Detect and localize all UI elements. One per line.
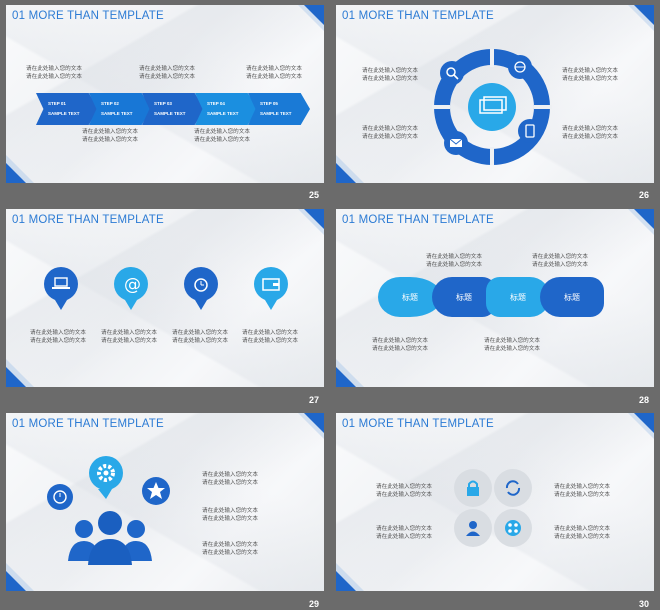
drop-shape[interactable]: 标题 — [432, 277, 496, 317]
drop-shape[interactable]: 标题 — [486, 277, 550, 317]
alarm-clock-icon[interactable] — [184, 267, 218, 310]
text-block: 请在此处输入您的文本请在此处输入您的文本 — [82, 129, 138, 143]
page-number: 26 — [639, 190, 650, 200]
text-block: 请在此处输入您的文本请在此处输入您的文本 — [532, 254, 588, 268]
person-icon[interactable] — [454, 509, 492, 547]
text-block: 请在此处输入您的文本请在此处输入您的文本 — [554, 526, 610, 540]
search-icon — [440, 61, 464, 85]
text-block: 请在此处输入您的文本请在此处输入您的文本 — [376, 526, 432, 540]
at-icon[interactable]: @ — [114, 267, 148, 310]
globe-icon — [508, 55, 532, 79]
corner-decoration — [336, 571, 356, 591]
page-number: 28 — [639, 395, 650, 405]
money-icon — [468, 83, 516, 131]
phone-icon — [518, 119, 542, 143]
slide-26[interactable]: 01 MORE THAN TEMPLATE 请在此处输入您的文本请在此处输入您的… — [336, 5, 654, 183]
refresh-icon[interactable] — [494, 469, 532, 507]
slide-title: 01 MORE THAN TEMPLATE — [12, 10, 164, 22]
page-number: 30 — [639, 599, 650, 609]
text-block: 请在此处输入您的文本请在此处输入您的文本 — [30, 330, 86, 344]
text-block: 请在此处输入您的文本请在此处输入您的文本 — [246, 66, 302, 80]
slide-29[interactable]: 01 MORE THAN TEMPLATE 请在此处输入您的文本请在此处输入您的… — [6, 413, 324, 591]
corner-decoration — [634, 413, 654, 433]
corner-decoration — [304, 5, 324, 25]
star-icon — [142, 477, 170, 505]
page-number: 27 — [309, 395, 320, 405]
text-block: 请在此处输入您的文本请在此处输入您的文本 — [376, 484, 432, 498]
corner-decoration — [336, 163, 356, 183]
gear-icon — [89, 456, 123, 499]
slide-25[interactable]: 01 MORE THAN TEMPLATE 请在此处输入您的文本请在此处输入您的… — [6, 5, 324, 183]
clock-icon — [47, 484, 73, 510]
users-icon — [68, 511, 152, 565]
slide-30[interactable]: 01 MORE THAN TEMPLATE 请在此处输入您的文本请在此处输入您的… — [336, 413, 654, 591]
corner-decoration — [6, 163, 26, 183]
slide-title: 01 MORE THAN TEMPLATE — [12, 214, 164, 226]
drop-shape[interactable]: 标题 — [378, 277, 442, 317]
slide-28[interactable]: 01 MORE THAN TEMPLATE 请在此处输入您的文本请在此处输入您的… — [336, 209, 654, 387]
page-number: 25 — [309, 190, 320, 200]
text-block: 请在此处输入您的文本请在此处输入您的文本 — [202, 472, 258, 486]
text-block: 请在此处输入您的文本请在此处输入您的文本 — [194, 129, 250, 143]
corner-decoration — [634, 5, 654, 25]
svg-text:@: @ — [124, 275, 140, 293]
text-block: 请在此处输入您的文本请在此处输入您的文本 — [242, 330, 298, 344]
corner-decoration — [336, 367, 356, 387]
text-block: 请在此处输入您的文本请在此处输入您的文本 — [372, 338, 428, 352]
text-block: 请在此处输入您的文本请在此处输入您的文本 — [26, 66, 82, 80]
text-block: 请在此处输入您的文本请在此处输入您的文本 — [554, 484, 610, 498]
text-block: 请在此处输入您的文本请在此处输入您的文本 — [101, 330, 157, 344]
dots-icon[interactable] — [494, 509, 532, 547]
wallet-icon[interactable] — [254, 267, 288, 310]
text-block: 请在此处输入您的文本请在此处输入您的文本 — [202, 508, 258, 522]
mail-icon — [444, 131, 468, 155]
text-block: 请在此处输入您的文本请在此处输入您的文本 — [362, 126, 418, 140]
slide-title: 01 MORE THAN TEMPLATE — [12, 418, 164, 430]
cycle-diagram — [432, 49, 552, 165]
corner-decoration — [304, 413, 324, 433]
team-illustration — [47, 456, 170, 565]
corner-decoration — [304, 209, 324, 229]
drop-shape[interactable]: 标题 — [540, 277, 604, 317]
slide-title: 01 MORE THAN TEMPLATE — [342, 10, 494, 22]
text-block: 请在此处输入您的文本请在此处输入您的文本 — [426, 254, 482, 268]
text-block: 请在此处输入您的文本请在此处输入您的文本 — [139, 66, 195, 80]
corner-decoration — [6, 571, 26, 591]
text-block: 请在此处输入您的文本请在此处输入您的文本 — [172, 330, 228, 344]
text-block: 请在此处输入您的文本请在此处输入您的文本 — [362, 68, 418, 82]
slide-27[interactable]: 01 MORE THAN TEMPLATE @ 请在此处输入您的文本请在此处输入… — [6, 209, 324, 387]
laptop-icon[interactable] — [44, 267, 78, 310]
text-block: 请在此处输入您的文本请在此处输入您的文本 — [562, 126, 618, 140]
lock-icon[interactable] — [454, 469, 492, 507]
text-block: 请在此处输入您的文本请在此处输入您的文本 — [202, 542, 258, 556]
slide-title: 01 MORE THAN TEMPLATE — [342, 214, 494, 226]
corner-decoration — [634, 209, 654, 229]
text-block: 请在此处输入您的文本请在此处输入您的文本 — [484, 338, 540, 352]
slide-title: 01 MORE THAN TEMPLATE — [342, 418, 494, 430]
text-block: 请在此处输入您的文本请在此处输入您的文本 — [562, 68, 618, 82]
page-number: 29 — [309, 599, 320, 609]
corner-decoration — [6, 367, 26, 387]
